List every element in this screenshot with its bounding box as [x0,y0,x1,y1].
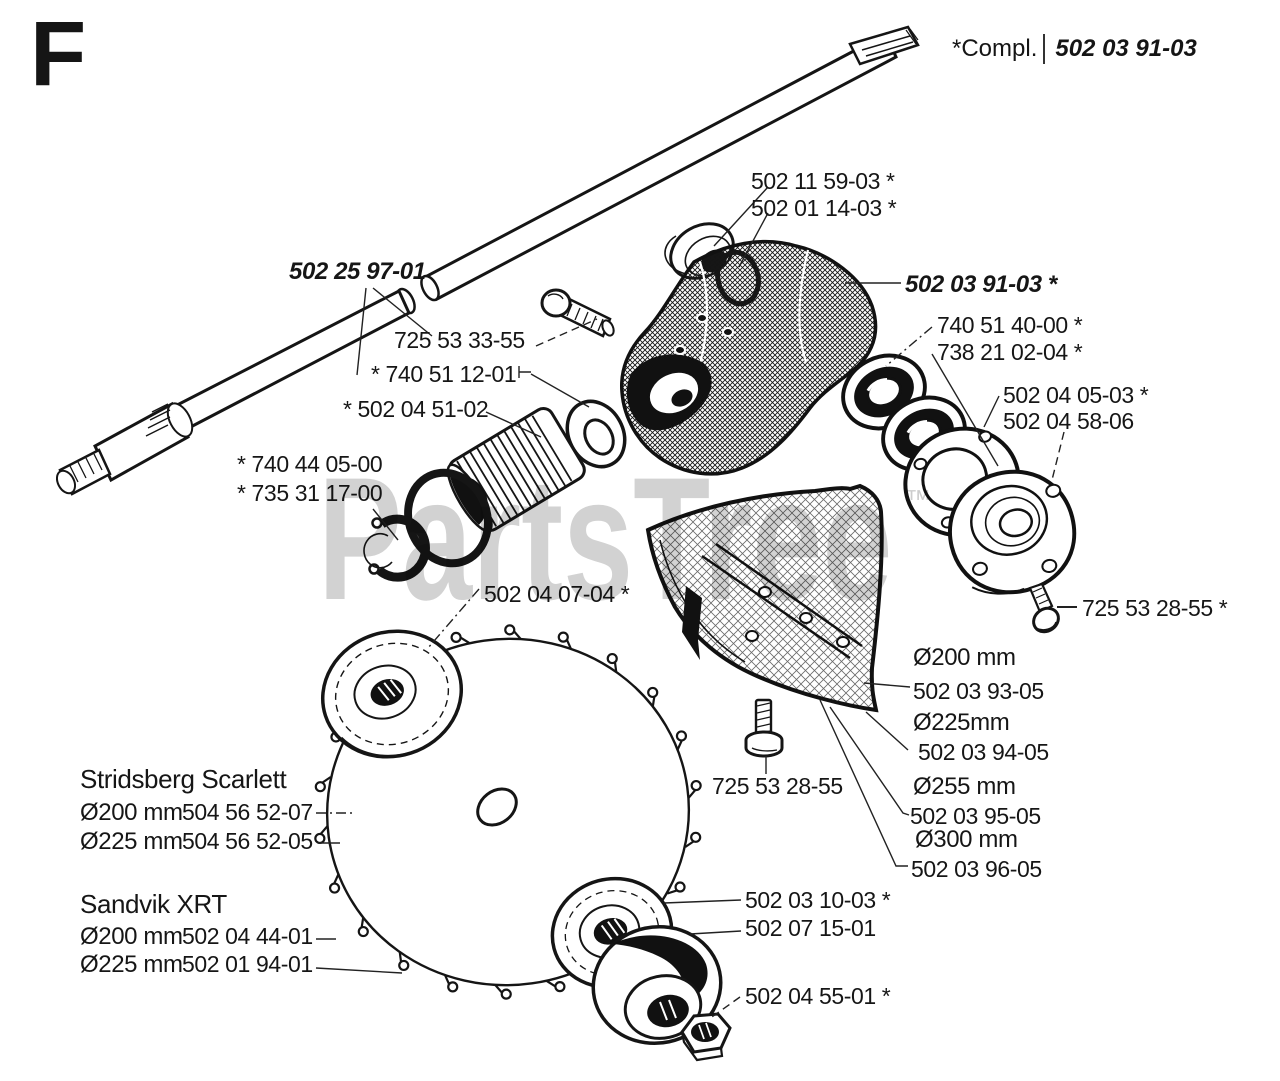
shield-option-diameter: Ø300 mm [915,826,1018,853]
leader-lines [315,186,1077,1020]
part-label-drive-disc: 502 03 10-03 * [745,887,891,913]
part-label-blade-nut: 502 04 55-01 * [745,983,891,1009]
blade-part-number: 504 56 52-07 [182,799,313,825]
part-label-clutch-washer: * 740 51 12-01 [371,361,517,387]
blade-brand-title: Sandvik XRT [80,889,227,919]
part-label-shield-bolt: 725 53 28-55 [712,773,843,799]
part-label-shaft-bolt: 725 53 33-55 [394,327,525,353]
part-label-large-oring: * 740 44 05-00 [237,451,383,477]
part-label-coupler: * 502 04 51-02 [343,396,489,422]
blade-diameter: Ø225 mm [80,951,183,978]
shield-option-part: 502 03 94-05 [918,739,1049,765]
part-label-gear-housing: 502 03 91-03 * [905,271,1057,298]
figure-letter: F [30,3,87,105]
part-label-small-oring: 502 01 14-03 * [751,195,897,221]
part-label-circlip: * 735 31 17-00 [237,480,383,506]
circlip-drawing [363,514,430,582]
shield-option-part: 502 03 93-05 [913,678,1044,704]
blade-guard-drawing [645,483,884,713]
header-divider [1043,34,1046,64]
part-label-flange-plate: 502 04 05-03 * [1003,382,1149,408]
part-label-shaft-tube: 502 25 97-01 [289,258,426,285]
blade-brand-title: Stridsberg Scarlett [80,764,287,794]
blade-part-number: 504 56 52-05 [182,828,313,854]
large-oring-drawing [404,468,492,568]
part-label-bearing-upper: 740 51 40-00 * [937,312,1083,338]
shaft-bolt-drawing [540,288,615,338]
flange-housing-drawing [947,469,1077,595]
part-label-support-cup-lower: 502 07 15-01 [745,915,876,941]
blade-diameter: Ø200 mm [80,923,183,950]
blade-nut-drawing [680,1012,732,1062]
blade-diameter: Ø200 mm [80,799,183,826]
gear-housing-drawing [620,239,878,476]
shield-option-diameter: Ø225mm [913,709,1010,736]
part-label-support-cup-upper: 502 04 07-04 * [484,581,630,607]
part-label-cap: 502 11 59-03 * [751,168,895,194]
blade-part-number: 502 01 94-01 [182,951,313,977]
shield-option-diameter: Ø200 mm [913,644,1016,671]
blade-option-row: Ø225 mm504 56 52-05 [80,829,313,854]
support-cup-lower-drawing [591,924,723,1046]
shield-option-diameter: Ø255 mm [913,773,1016,800]
part-label-bearing-lower: 738 21 02-04 * [937,339,1083,365]
flange-bolt-drawing [1028,582,1060,634]
shield-bolt-drawing [744,698,784,758]
blade-option-row: Ø225 mm502 01 94-01 [80,952,313,977]
part-label-flange-bolt: 725 53 28-55 * [1082,595,1228,621]
blade-part-number: 502 04 44-01 [182,923,313,949]
support-cup-upper-drawing [320,629,464,759]
blade-diameter: Ø225 mm [80,828,183,855]
compl-label: *Compl. [952,35,1038,62]
shield-option-part: 502 03 95-05 [910,803,1041,829]
blade-option-row: Ø200 mm504 56 52-07 [80,800,313,825]
drive-shaft-drawing [55,25,920,496]
header-complete-assembly: *Compl. 502 03 91-03 [952,34,1197,64]
compl-part-number: 502 03 91-03 [1055,35,1197,62]
part-label-flange-housing: 502 04 58-06 [1003,408,1134,434]
blade-option-row: Ø200 mm502 04 44-01 [80,924,313,949]
shield-option-part: 502 03 96-05 [911,856,1042,882]
